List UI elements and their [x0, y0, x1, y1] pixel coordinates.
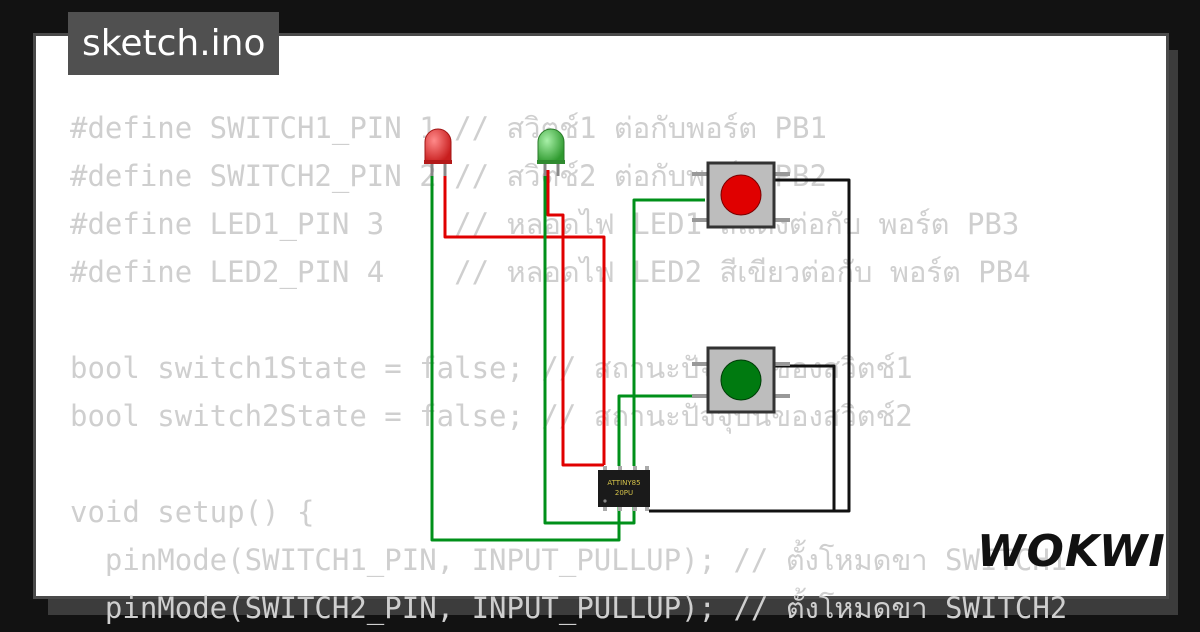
code-card: #define SWITCH1_PIN 1 // สวิตช์1 ต่อกับพ… [33, 33, 1169, 625]
led-green[interactable] [537, 128, 565, 176]
wire-green-led2-gnd[interactable] [543, 170, 636, 525]
chip-label-variant: 20PU [615, 489, 633, 497]
code-line: pinMode(SWITCH1_PIN, INPUT_PULLUP); // ต… [70, 543, 1068, 577]
code-line: #define LED1_PIN 3 // หลอดไฟ LED1 สีแดงต… [70, 207, 1020, 241]
code-line: void setup() { [70, 495, 315, 529]
wire-red-led1-to-chip[interactable] [443, 170, 606, 465]
wire-black-button2[interactable] [775, 364, 836, 511]
code-editor[interactable]: #define SWITCH1_PIN 1 // สวิตช์1 ต่อกับพ… [70, 104, 1067, 632]
code-line: #define SWITCH2_PIN 2 // สวิตช์2 ต่อกับพ… [70, 159, 827, 193]
file-tab[interactable]: sketch.ino [68, 12, 280, 75]
wokwi-logo-text: WOKWI [977, 526, 1166, 577]
wire-green-button2[interactable] [617, 394, 705, 466]
wire-black-button1[interactable] [649, 178, 851, 513]
code-line: #define SWITCH1_PIN 1 // สวิตช์1 ต่อกับพ… [70, 111, 827, 145]
wire-red-chip-pin[interactable] [561, 460, 604, 467]
code-line: pinMode(SWITCH2_PIN, INPUT_PULLUP); // ต… [70, 591, 1068, 625]
pushbutton-green[interactable] [692, 346, 790, 414]
wokwi-logo: WOKWI [977, 526, 1165, 577]
wires [430, 170, 851, 542]
pushbutton-red[interactable] [692, 161, 790, 229]
wire-red-led1-anode[interactable] [546, 170, 565, 465]
led-red[interactable] [424, 128, 452, 176]
attiny85-chip[interactable]: ATTINY85 20PU [598, 466, 650, 511]
wire-green-button1[interactable] [632, 198, 705, 466]
wire-green-led1-gnd[interactable] [430, 170, 621, 542]
chip-label-model: ATTINY85 [607, 479, 640, 487]
code-line: #define LED2_PIN 4 // หลอดไฟ LED2 สีเขีย… [70, 255, 1031, 289]
